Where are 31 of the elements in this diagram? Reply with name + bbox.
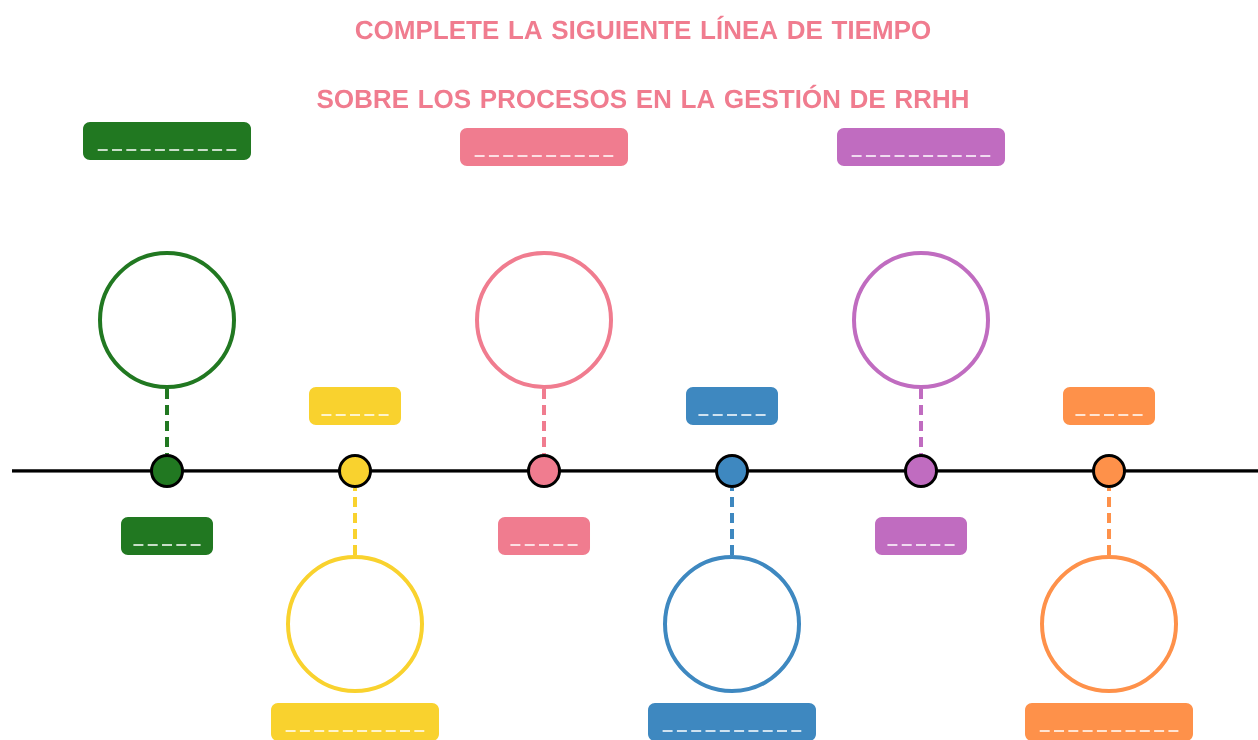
dashed-connector [353, 488, 357, 555]
empty-circle [852, 251, 990, 389]
fill-in-box [837, 128, 1005, 166]
dashed-connector [165, 389, 169, 454]
title: COMPLETE LA SIGUIENTE LÍNEA DE TIEMPO SOBRE LOS PROCESOS EN LA GESTIÓN DE RRHH [317, 15, 968, 109]
empty-circle [286, 555, 424, 693]
dashed-connector [1107, 488, 1111, 555]
fill-in-box [121, 517, 213, 555]
dashed-connector [919, 389, 923, 454]
fill-in-box [460, 128, 628, 166]
timeline-dot [527, 454, 561, 488]
timeline-dot [150, 454, 184, 488]
empty-circle [475, 251, 613, 389]
timeline-dot [338, 454, 372, 488]
fill-in-box [875, 517, 967, 555]
fill-in-box [648, 703, 816, 740]
fill-in-box [271, 703, 439, 740]
fill-in-box [309, 387, 401, 425]
fill-in-box [83, 122, 251, 160]
empty-circle [1040, 555, 1178, 693]
timeline-dot [904, 454, 938, 488]
timeline-dot [715, 454, 749, 488]
fill-in-box [1025, 703, 1193, 740]
empty-circle [663, 555, 801, 693]
empty-circle [98, 251, 236, 389]
dashed-connector [730, 488, 734, 555]
timeline-dot [1092, 454, 1126, 488]
fill-in-box [1063, 387, 1155, 425]
fill-in-box [686, 387, 778, 425]
dashed-connector [542, 389, 546, 454]
fill-in-box [498, 517, 590, 555]
